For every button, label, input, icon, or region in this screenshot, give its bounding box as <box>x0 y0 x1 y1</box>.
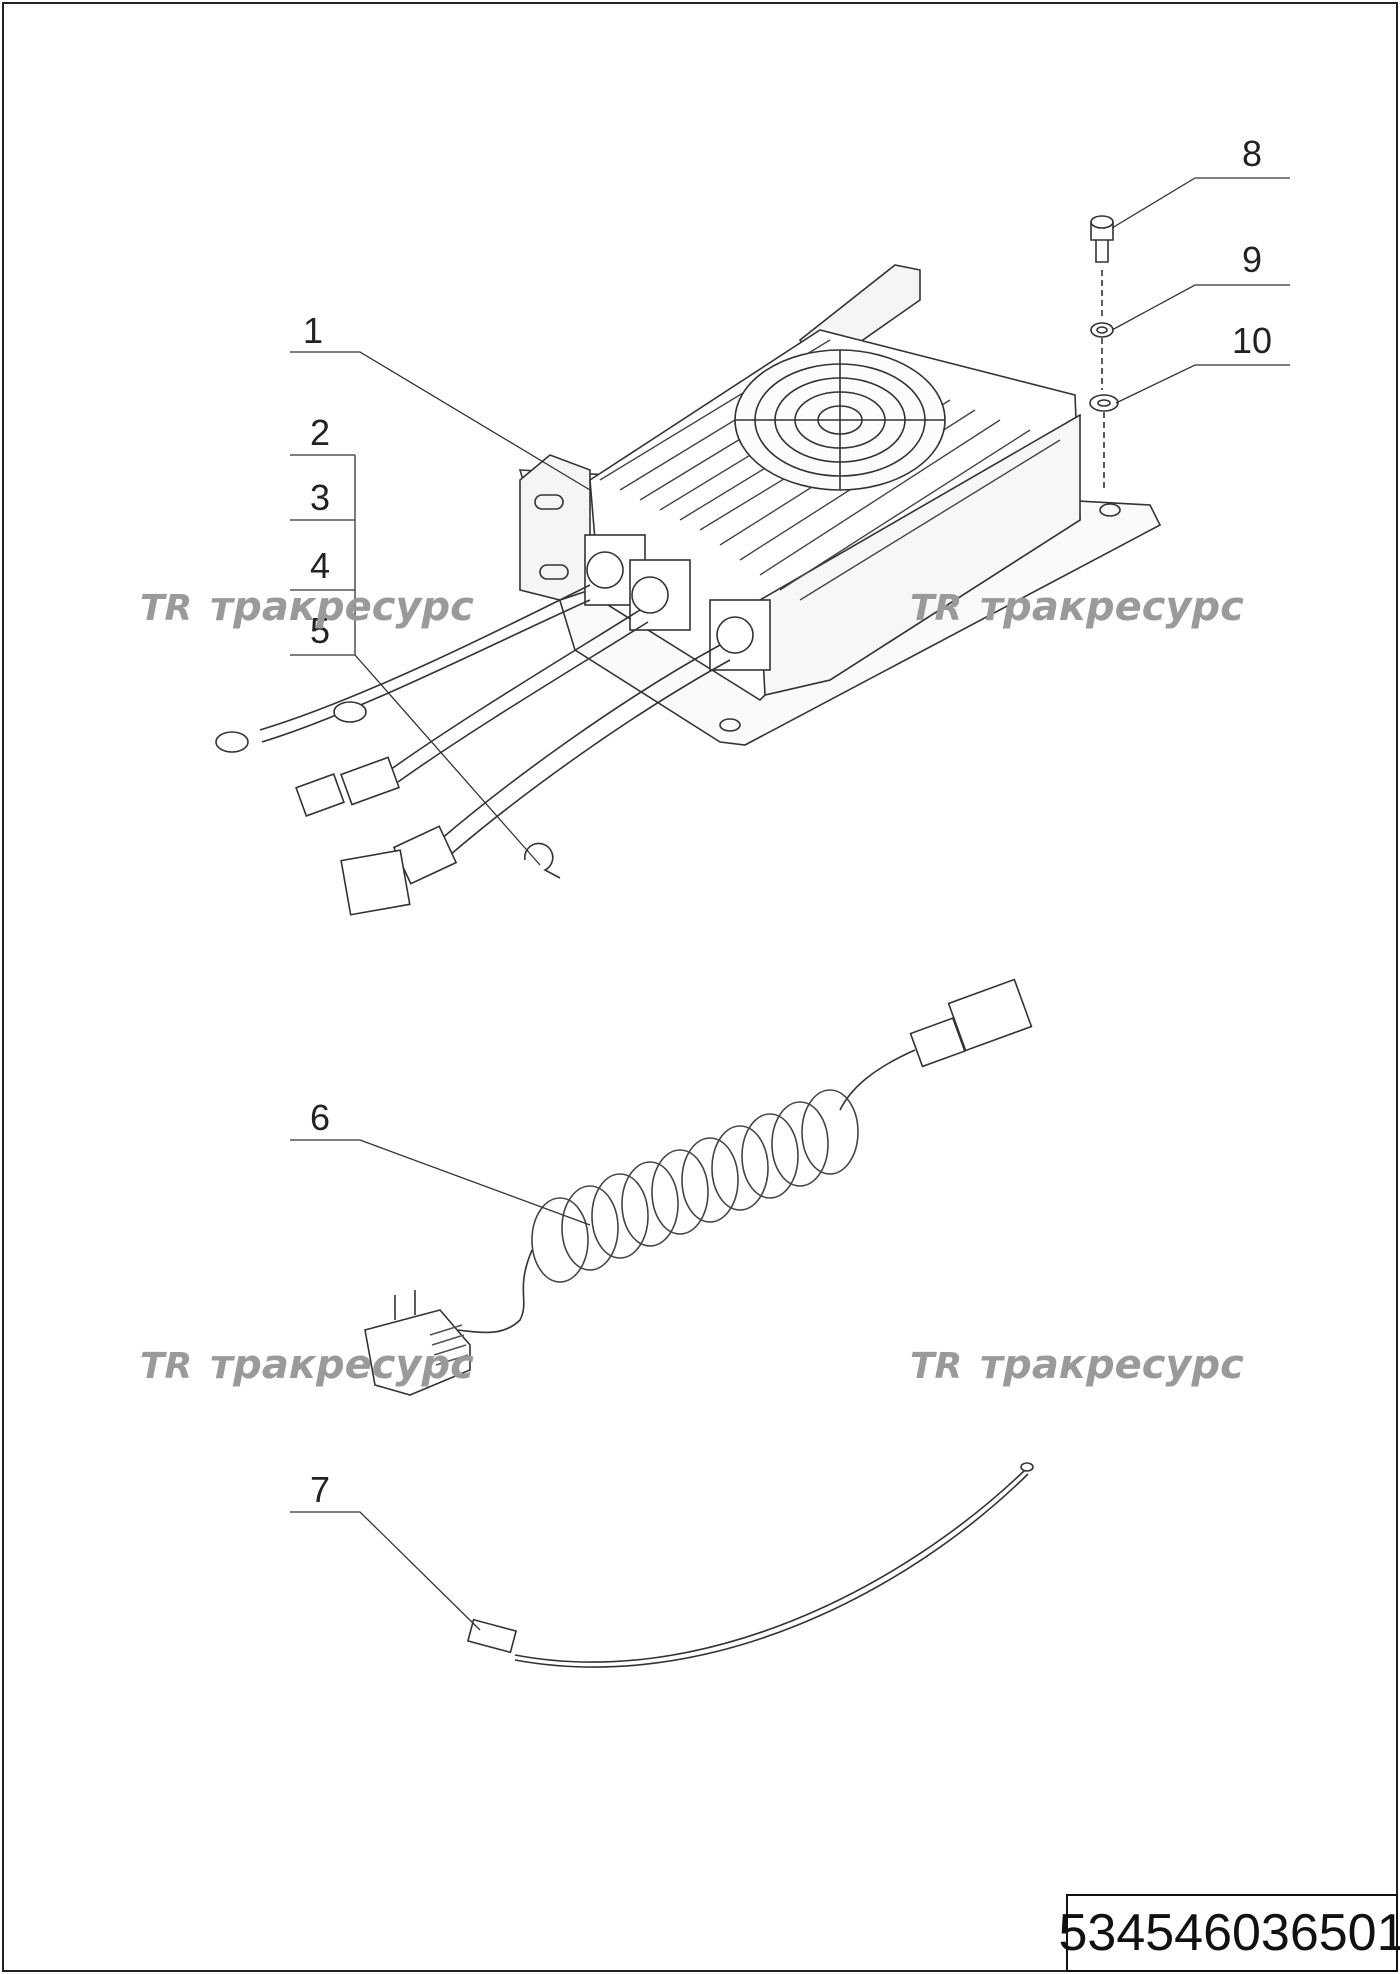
watermark-bottom-left: TR тракресурс <box>140 1342 474 1388</box>
callout-10: 10 <box>1232 320 1272 361</box>
callout-3: 3 <box>310 477 330 518</box>
svg-text:TR: TR <box>910 588 962 629</box>
svg-text:TR: TR <box>910 1346 962 1387</box>
charger-cables <box>215 584 731 916</box>
svg-text:TR: TR <box>140 1346 192 1387</box>
callout-5: 5 <box>310 610 330 651</box>
fasteners <box>1089 215 1119 490</box>
part-number: 534546036501 <box>1058 1904 1400 1962</box>
charger-unit <box>518 264 1162 746</box>
callout-leaders <box>290 177 1290 1631</box>
watermark-bottom-right: TR тракресурс <box>910 1342 1244 1388</box>
callout-1: 1 <box>303 310 323 351</box>
svg-text:TR: TR <box>140 588 192 629</box>
callout-7: 7 <box>310 1469 330 1510</box>
watermark-top-left: TR тракресурс <box>140 584 474 630</box>
callout-2: 2 <box>310 412 330 453</box>
part-number-box: 534546036501 <box>1058 1894 1400 1972</box>
svg-text:тракресурс: тракресурс <box>210 1342 474 1388</box>
coiled-power-cord <box>364 978 1033 1396</box>
callout-8: 8 <box>1242 133 1262 174</box>
callout-9: 9 <box>1242 239 1262 280</box>
sensor-cable <box>466 1462 1034 1668</box>
watermark-top-right: TR тракресурс <box>910 584 1244 630</box>
svg-text:тракресурс: тракресурс <box>980 1342 1244 1388</box>
callout-4: 4 <box>310 545 330 586</box>
svg-text:тракресурс: тракресурс <box>980 584 1244 630</box>
callout-6: 6 <box>310 1097 330 1138</box>
svg-text:тракресурс: тракресурс <box>210 584 474 630</box>
